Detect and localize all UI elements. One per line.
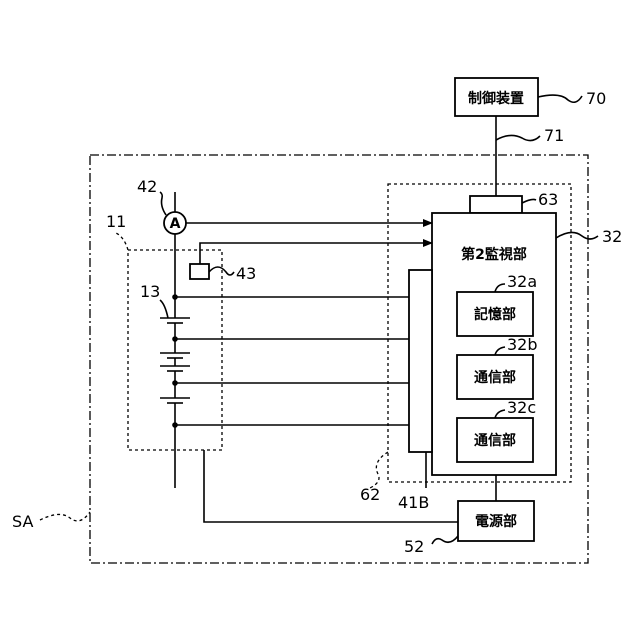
connector-ref: 63: [538, 190, 558, 209]
control-device-leader: [538, 95, 582, 102]
monitor-text: 第2監視部: [461, 246, 527, 263]
harness-box: [409, 270, 432, 452]
signal-line-ref: 71: [544, 126, 564, 145]
battery-module-ref: 11: [106, 212, 126, 231]
sensor-box: [190, 264, 209, 279]
monitor-ref: 32: [602, 227, 622, 246]
system-label: SA: [12, 512, 33, 531]
control-device-ref: 70: [586, 89, 606, 108]
comm2-text: 通信部: [474, 432, 516, 449]
connector-box: [470, 196, 522, 213]
connector-leader: [522, 199, 536, 203]
harness-ref: 41B: [398, 493, 429, 512]
cell-ref: 13: [140, 282, 160, 301]
storage-text: 記憶部: [474, 306, 516, 323]
board-ref: 62: [360, 485, 380, 504]
comm1-ref: 32b: [507, 335, 538, 354]
sensor-ref: 43: [236, 264, 256, 283]
ammeter-leader: [160, 192, 166, 215]
cell-leader: [160, 300, 168, 318]
monitor-leader: [556, 232, 598, 239]
ammeter-symbol: A: [170, 216, 181, 232]
sensor-signal: [200, 243, 432, 264]
board-leader: [370, 452, 388, 488]
storage-ref: 32a: [507, 272, 537, 291]
battery-module-leader: [114, 232, 128, 250]
control-device-text: 制御装置: [468, 90, 524, 107]
signal-line-leader: [496, 135, 540, 140]
power-text: 電源部: [475, 513, 517, 530]
power-leader: [432, 536, 458, 544]
ammeter-ref: 42: [137, 177, 157, 196]
comm2-ref: 32c: [507, 398, 536, 417]
power-ref: 52: [404, 537, 424, 556]
comm1-text: 通信部: [474, 369, 516, 386]
system-leader: [40, 512, 90, 521]
